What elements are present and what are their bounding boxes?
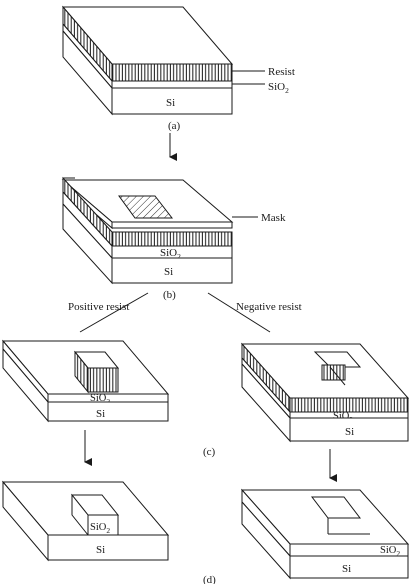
negative-resist-label: Negative resist <box>236 301 302 313</box>
si-label-c-neg: Si <box>345 426 354 438</box>
si-label-d-neg: Si <box>342 563 351 575</box>
step-c-positive: SiO2 Si <box>3 341 168 421</box>
step-d-negative: SiO2 Si <box>242 490 408 578</box>
step-c-label: (c) <box>203 446 216 458</box>
step-a-stack: Si Resist SiO2 (a) <box>63 7 295 132</box>
step-a-label: (a) <box>168 120 181 132</box>
step-b-label: (b) <box>163 289 176 301</box>
si-label-b: Si <box>164 266 173 278</box>
positive-resist-label: Positive resist <box>68 301 129 313</box>
mask-label: Mask <box>261 212 286 224</box>
step-d-positive: SiO2 Si <box>3 482 168 560</box>
step-d-label: (d) <box>203 574 216 584</box>
si-label-c-pos: Si <box>96 408 105 420</box>
si-label-d-pos: Si <box>96 544 105 556</box>
sio2-label-a: SiO2 <box>268 81 289 95</box>
resist-label: Resist <box>268 66 295 78</box>
si-label-a: Si <box>166 97 175 109</box>
step-c-negative: SiO2 Si <box>242 344 408 441</box>
